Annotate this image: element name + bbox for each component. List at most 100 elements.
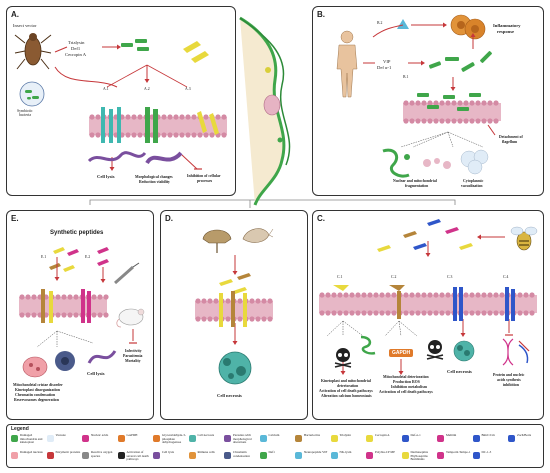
kinetoplast-label-2: deterioration [337, 384, 359, 388]
insect-vector-icon [14, 33, 52, 70]
legend-item-label: Cecropin A [375, 433, 390, 437]
skull-c1-icon [334, 348, 352, 368]
step-c4: C.4 [503, 275, 509, 279]
step-a1: A.1 [103, 87, 109, 91]
syringe-icon [114, 262, 140, 285]
panel-a-molecules [121, 39, 209, 63]
infectivity-label-3: Mortality [125, 359, 141, 363]
legend-swatch-icon [437, 452, 444, 459]
nuclear-label-1: Nuclear and mitochondrial [393, 179, 437, 183]
legend-swatch-icon [472, 452, 480, 459]
panel-e-peptides [49, 247, 109, 283]
lysed-cell-icon [87, 151, 147, 163]
panel-c-membrane [319, 285, 537, 321]
panel-e-label: E. [11, 214, 19, 223]
legend-swatch-icon [437, 435, 444, 442]
legend-item-label: Activation of several cell death pathway… [126, 450, 149, 462]
symbiotic-bacteria-icon [19, 81, 45, 107]
insect-vector-label: Insect vector [13, 23, 37, 28]
cell-necrosis-c-icon [453, 340, 475, 362]
cell-lysis-label: Cell lysis [97, 174, 115, 179]
vacuole-icon [460, 149, 489, 175]
step-c3: C.3 [447, 275, 453, 279]
legend-item-label: Chromatin condensation [233, 450, 250, 458]
legend-item-label: Dermaseptins Phylloseptins Bombinins [410, 450, 429, 462]
legend-item-label: Calcium [268, 433, 280, 437]
legend-item-label: Nucleic acids [91, 433, 109, 437]
chromatin-icon [55, 351, 75, 371]
legend-swatch-icon [46, 435, 54, 442]
legend-item-label: Zach/Boris [517, 433, 532, 437]
inhibition-label-1: Inhibition of cellular [187, 174, 221, 178]
step-c2: C.2 [391, 275, 397, 279]
immune-cells-icon [450, 14, 486, 40]
legend-item-label: Def1 [268, 450, 275, 454]
legend-swatch-icon [224, 435, 231, 442]
infectivity-label-2: Parasitemia [123, 354, 143, 358]
legend-swatch-icon [188, 435, 196, 442]
legend-item-label: NK-lysin [339, 450, 352, 454]
cytoplasmic-label-2: vacuolization [461, 184, 483, 188]
legend-swatch-icon [153, 435, 160, 442]
vip-label: VIP [383, 59, 391, 64]
legend-item-label: Polybia-CP MP [375, 450, 395, 454]
trialysin-label: Trialysin [68, 40, 85, 45]
legend-swatch-icon [259, 452, 267, 459]
infectivity-label-1: Infectivity [125, 349, 142, 353]
legend-swatch-icon [153, 452, 160, 459]
mito-c-label-1: Mitochondrial deterioration [383, 375, 429, 379]
panel-e-title: Synthetic peptides [50, 230, 104, 236]
legend-swatch-icon [82, 435, 89, 442]
panel-c-peptides [377, 219, 473, 252]
panel-d: D. Cell necrosis [160, 210, 308, 420]
panel-d-membrane [195, 291, 273, 327]
damaged-nucleus-icon [22, 356, 48, 378]
legend-item-label: Vacuole [55, 433, 66, 437]
lysed-parasite-e-icon [87, 350, 117, 364]
legend-swatch-icon [295, 435, 302, 442]
legend-item-label: Immune cells [197, 450, 215, 454]
panel-c-arrows [326, 234, 513, 375]
mito-e-label-4: Reservosomes degeneration [14, 398, 59, 402]
panel-c: C. C.1 C.2 C.3 C.4 [312, 210, 544, 420]
detachment-label-1: Detachment of [499, 135, 523, 139]
legend-item-label: Temporin Tempo-1 [446, 450, 471, 454]
def-alpha-label: Def α-1 [377, 65, 392, 70]
legend-swatch-icon [117, 435, 125, 442]
legend-swatch-icon [330, 435, 338, 442]
panel-a: A. Insect vector Symbiotic bacteria Tria… [6, 6, 236, 196]
panel-b-arrows [363, 22, 496, 148]
panel-b-molecules [428, 51, 492, 72]
step-a3: A.3 [185, 87, 191, 91]
legend-item-label: DC-1-3 [481, 450, 492, 454]
panel-a-membrane [89, 107, 227, 143]
kinetoplast-label-1: Kinetoplast and mitochondrial [321, 379, 371, 383]
mouse-icon [116, 308, 145, 328]
legend-swatch-icon [401, 435, 409, 442]
horseshoe-crab-icon [202, 229, 232, 253]
step-b1: B.1 [403, 75, 409, 79]
legend-item-label: Bacteriocins [304, 433, 320, 437]
legend-item-label: Cell lysis [162, 450, 174, 454]
mito-c-label-3: Inhibition metabolism [391, 385, 427, 389]
legend-item-label: Melittin [446, 433, 457, 437]
nk-triangle-icon [397, 19, 409, 29]
legend-swatch-icon [11, 435, 18, 442]
panel-c-label: C. [317, 214, 325, 223]
legend-swatch-icon [11, 452, 18, 459]
legend-swatch-icon [46, 452, 54, 459]
kinetoplast-label-3: Activation of cell death pathways [319, 389, 373, 393]
panel-e-arrows [36, 329, 137, 348]
legend-swatch-icon [188, 452, 196, 459]
step-e1: E.1 [41, 255, 47, 259]
legend-item-label: Enzymatic proteins [55, 450, 81, 454]
damaged-mito-c-icon [360, 335, 376, 355]
shrimp-icon [242, 228, 274, 243]
legend-swatch-icon [295, 452, 302, 459]
legend-swatch-icon [472, 435, 480, 442]
step-a2: A.2 [144, 87, 150, 91]
def1-label: Def1 [71, 46, 81, 51]
human-figure-icon [336, 30, 358, 98]
legend-item-label: BmrC/Cm [481, 433, 495, 437]
gapdh-badge: GAPDH [389, 349, 414, 357]
